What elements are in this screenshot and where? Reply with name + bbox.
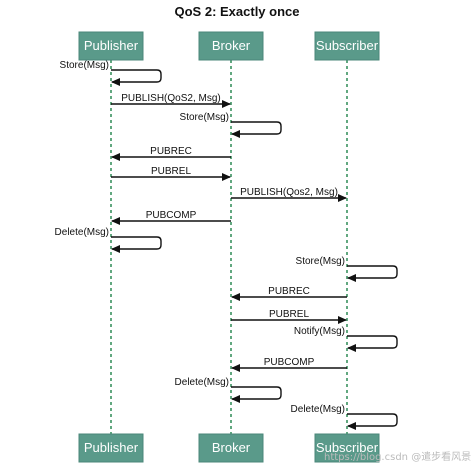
self-message: Store(Msg) (60, 60, 162, 86)
actor-label: Broker (212, 440, 251, 455)
actor-label: Subscriber (316, 440, 379, 455)
watermark: https://blog.csdn @遣步看风景 (324, 450, 471, 463)
message-label: Notify(Msg) (294, 326, 345, 337)
actor-box (314, 31, 380, 61)
actor-label: Subscriber (316, 38, 379, 53)
actor-box (314, 433, 380, 463)
message: PUBCOMP (111, 210, 231, 225)
message: PUBREL (231, 309, 347, 324)
message-label: Store(Msg) (296, 256, 345, 267)
self-arrow (231, 121, 282, 138)
actor-subscriber-bottom: Subscriber (314, 433, 380, 463)
message: PUBCOMP (231, 357, 347, 372)
actor-subscriber-top: Subscriber (314, 31, 380, 61)
self-arrow (231, 386, 282, 403)
self-message: Delete(Msg) (55, 227, 162, 253)
message-label: Delete(Msg) (175, 377, 229, 388)
actor-publisher-top: Publisher (78, 31, 144, 61)
message-label: PUBREC (150, 146, 192, 157)
lifelines (110, 60, 348, 434)
actor-label: Broker (212, 38, 251, 53)
diagram-title: QoS 2: Exactly once (175, 4, 300, 19)
message: PUBREC (111, 146, 231, 161)
actor-label: Publisher (84, 38, 139, 53)
actors-bottom: Publisher Broker Subscriber (78, 433, 380, 463)
self-message: Delete(Msg) (175, 377, 282, 403)
actor-box (78, 31, 144, 61)
self-message: Notify(Msg) (294, 326, 398, 352)
message-label: PUBLISH(QoS2, Msg) (121, 93, 220, 104)
actor-box (78, 433, 144, 463)
message-label: Delete(Msg) (291, 404, 345, 415)
self-arrow (347, 335, 398, 352)
message-label: PUBREL (151, 166, 191, 177)
self-arrow (111, 69, 162, 86)
messages: Store(Msg) PUBLISH(QoS2, Msg) Store(Msg) PU… (55, 60, 398, 430)
actor-label: Publisher (84, 440, 139, 455)
message: PUBLISH(Qos2, Msg) (231, 187, 347, 202)
message-label: PUBLISH(Qos2, Msg) (240, 187, 338, 198)
message: PUBREL (111, 166, 231, 181)
self-message: Store(Msg) (180, 112, 282, 138)
self-message: Delete(Msg) (291, 404, 398, 430)
self-arrow (347, 265, 398, 282)
message-label: PUBCOMP (146, 210, 197, 221)
message-label: PUBREC (268, 286, 310, 297)
actor-broker-bottom: Broker (198, 433, 264, 463)
actor-box (198, 31, 264, 61)
message: PUBREC (231, 286, 347, 301)
message-label: Delete(Msg) (55, 227, 109, 238)
message: PUBLISH(QoS2, Msg) (111, 93, 231, 108)
message-label: PUBCOMP (264, 357, 315, 368)
actor-box (198, 433, 264, 463)
self-message: Store(Msg) (296, 256, 398, 282)
actor-broker-top: Broker (198, 31, 264, 61)
self-arrow (111, 236, 162, 253)
message-label: PUBREL (269, 309, 309, 320)
actors-top: Publisher Broker Subscriber (78, 31, 380, 61)
message-label: Store(Msg) (180, 112, 229, 123)
message-label: Store(Msg) (60, 60, 109, 71)
actor-publisher-bottom: Publisher (78, 433, 144, 463)
self-arrow (347, 413, 398, 430)
